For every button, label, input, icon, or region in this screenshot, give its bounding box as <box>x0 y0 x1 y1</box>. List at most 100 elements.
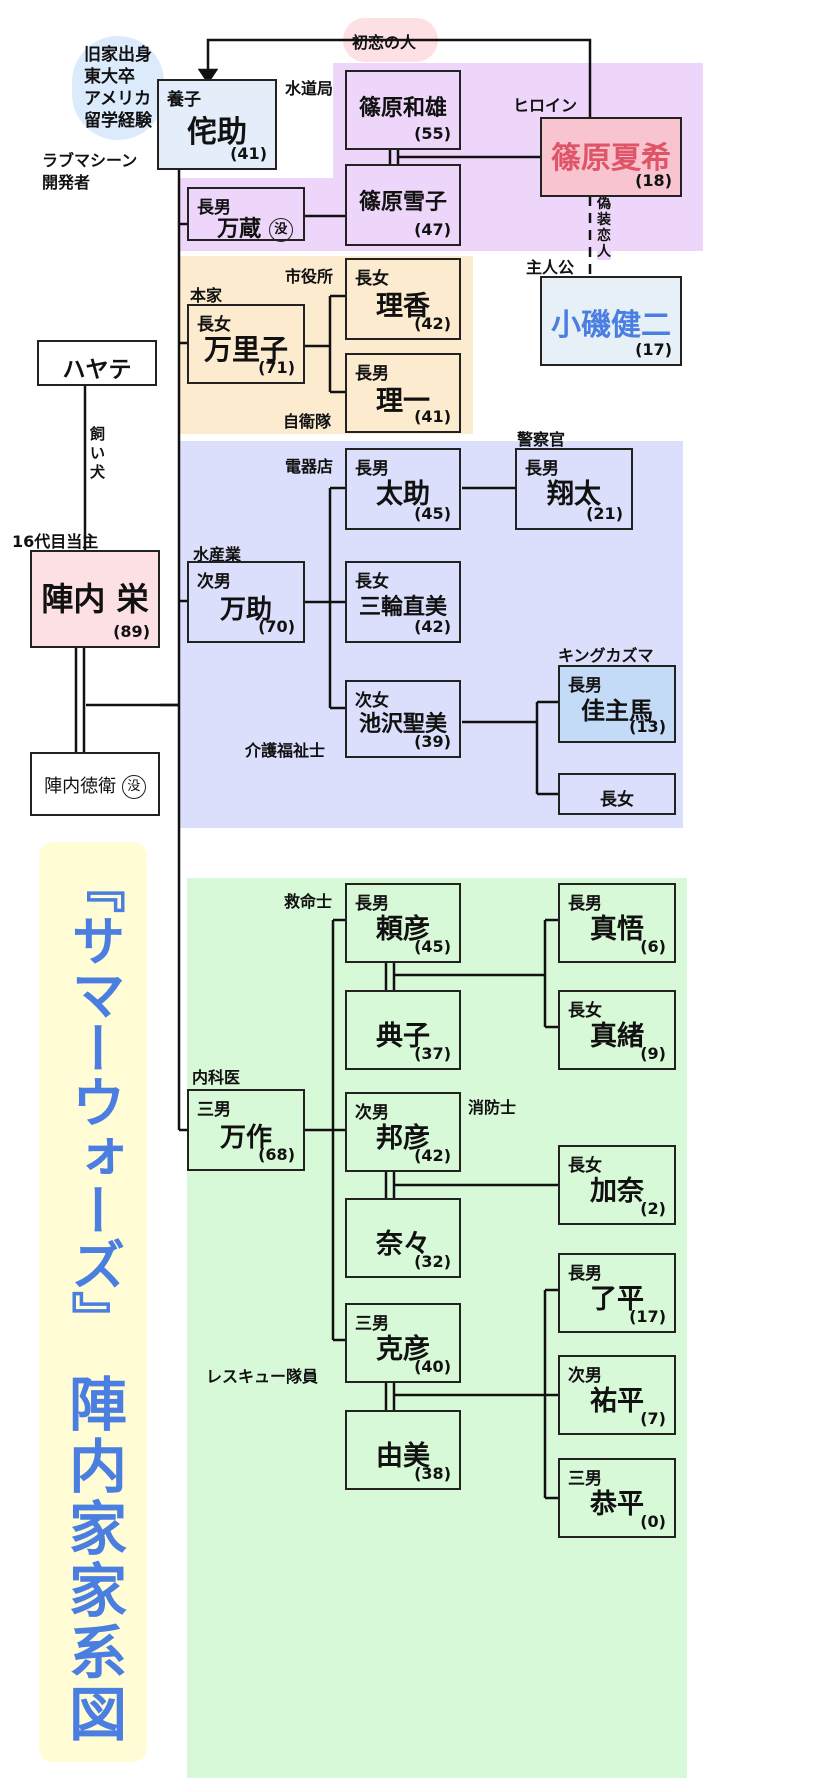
person-name: 理一 <box>376 386 430 417</box>
fake-lover-char: 恋 <box>597 228 611 244</box>
fake-lover-char: 装 <box>597 212 611 228</box>
person-name: ハヤテ <box>62 357 132 383</box>
relation-label: 次男 <box>355 1103 389 1123</box>
katsuhiko-job-label: レスキュー隊員 <box>206 1367 319 1386</box>
deceased-mark: 没 <box>121 775 146 799</box>
job-line: ラブマシーン <box>42 151 138 170</box>
person-age: (38) <box>414 1464 451 1483</box>
person-name: 由美 <box>376 1441 430 1472</box>
mansuke-job-label: 水産業 <box>193 545 242 564</box>
fake-lover-char: 偽 <box>597 196 611 212</box>
person-name: 篠原雪子 <box>358 190 447 215</box>
person-age: (42) <box>414 617 451 636</box>
person-shingo: 長男 真悟 (6) <box>558 883 676 963</box>
person-name: 篠原和雄 <box>358 96 447 121</box>
person-name: 陣内 栄 <box>41 580 149 618</box>
person-age: (17) <box>629 1307 666 1326</box>
person-age: (41) <box>230 144 267 163</box>
profile-line: 東大卒 <box>84 67 135 87</box>
person-yorihiko: 長男 頼彦 (45) <box>345 883 461 963</box>
pet-hayate: ハヤテ <box>37 340 157 386</box>
relation-label: 養子 <box>167 90 201 110</box>
relation-label: 次男 <box>197 572 231 592</box>
person-name: 佳主馬 <box>581 697 653 725</box>
relation-label: 長男 <box>355 894 389 914</box>
person-kiyomi-daughter: 長女 <box>558 773 676 815</box>
person-age: (7) <box>640 1409 666 1428</box>
first-love-label: 初恋の人 <box>352 33 417 52</box>
person-kazuma: 長男 佳主馬 (13) <box>558 665 676 743</box>
person-age: (71) <box>258 358 295 377</box>
person-katsuhiko: 三男 克彦 (40) <box>345 1303 461 1383</box>
person-age: (13) <box>629 717 666 736</box>
relation-label: 長男 <box>197 198 231 218</box>
person-name: 邦彦 <box>376 1123 430 1154</box>
name-text: 万蔵 <box>217 217 262 242</box>
person-age: (9) <box>640 1044 666 1063</box>
heroine-label: ヒロイン <box>513 96 578 115</box>
relation-label: 長男 <box>525 459 559 479</box>
person-name: 真悟 <box>590 914 644 945</box>
person-name: 太助 <box>376 479 430 510</box>
person-riichi: 長男 理一 (41) <box>345 353 461 433</box>
person-name: 祐平 <box>590 1386 644 1417</box>
person-age: (32) <box>414 1252 451 1271</box>
relation-label: 三男 <box>197 1100 231 1120</box>
kazuma-nick-label: キングカズマ <box>558 646 654 665</box>
relation-label: 長男 <box>568 894 602 914</box>
relation-label: 長女 <box>568 1001 602 1021</box>
pet-label: 飼 い 犬 <box>90 425 106 482</box>
protagonist-label: 主人公 <box>526 258 575 277</box>
kunihiko-job-label: 消防士 <box>468 1098 517 1117</box>
relation-label: 次女 <box>355 691 389 711</box>
diagram-title-line2: 陣内家家系図 <box>59 1374 127 1746</box>
person-manzou: 長男 万蔵 没 <box>187 187 305 242</box>
person-noriko: 典子 (37) <box>345 990 461 1070</box>
mansaku-job-label: 内科医 <box>192 1068 241 1087</box>
person-age: (0) <box>640 1512 666 1531</box>
person-name: 奈々 <box>376 1229 430 1260</box>
person-age: (89) <box>113 622 150 641</box>
relation-label: 長男 <box>568 676 602 696</box>
person-name: 陣内徳衛 没 <box>32 772 158 799</box>
wabisuke-job-note: ラブマシーン 開発者 <box>42 150 137 194</box>
person-name: 万助 <box>219 595 272 625</box>
person-tasuke: 長男 太助 (45) <box>345 448 461 530</box>
profile-line: 留学経験 <box>84 111 152 131</box>
person-age: (21) <box>586 504 623 523</box>
person-name: 池沢聖美 <box>358 712 447 737</box>
person-age: (2) <box>640 1199 666 1218</box>
person-age: (55) <box>414 124 451 143</box>
person-name: 小磯健二 <box>551 308 671 343</box>
person-naomi: 長女 三輪直美 (42) <box>345 561 461 643</box>
person-name: 万作 <box>219 1123 272 1153</box>
person-age: (42) <box>414 1146 451 1165</box>
name-text: 陣内徳衛 <box>44 776 117 797</box>
person-age: (70) <box>258 617 295 636</box>
relation-label: 三男 <box>355 1314 389 1334</box>
kiyomi-job-label: 介護福祉士 <box>245 741 326 760</box>
person-yuhei: 次男 祐平 (7) <box>558 1355 676 1435</box>
tasuke-job-label: 電器店 <box>285 457 334 476</box>
person-ryohei: 長男 了平 (17) <box>558 1253 676 1333</box>
relation-label: 三男 <box>568 1469 602 1489</box>
pet-char: 飼 <box>90 425 106 443</box>
kazuo-job-label: 水道局 <box>285 79 334 98</box>
person-yumi: 由美 (38) <box>345 1410 461 1490</box>
person-mansaku: 三男 万作 (68) <box>187 1089 305 1171</box>
relation-label: 長男 <box>568 1264 602 1284</box>
person-age: (40) <box>414 1357 451 1376</box>
pet-char: い <box>90 444 106 462</box>
person-kiyomi: 次女 池沢聖美 (39) <box>345 680 461 758</box>
person-name: 頼彦 <box>376 914 430 945</box>
person-age: (6) <box>640 937 666 956</box>
person-tokue: 陣内徳衛 没 <box>30 752 160 816</box>
relation-label: 長男 <box>355 364 389 384</box>
profile-bubble <box>72 36 164 140</box>
person-age: (68) <box>258 1145 295 1164</box>
person-name: 篠原夏希 <box>551 141 671 176</box>
rika-job-label: 市役所 <box>285 267 334 286</box>
person-name: 三輪直美 <box>358 595 447 620</box>
person-kunihiko: 次男 邦彦 (42) <box>345 1092 461 1172</box>
